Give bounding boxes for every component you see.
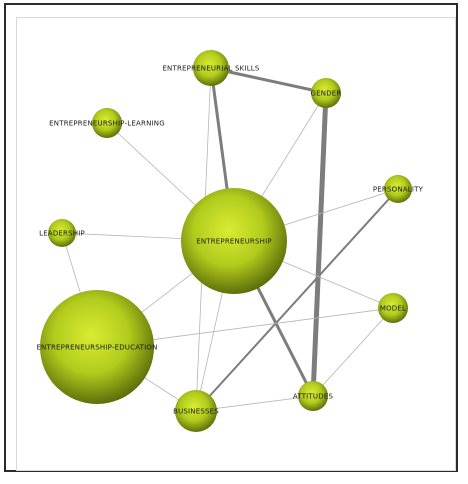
node-gender[interactable]	[311, 78, 341, 108]
node-leadership[interactable]	[48, 219, 76, 247]
edge-entrepreneurial-skills-gender	[209, 66, 328, 95]
node-layer	[40, 50, 412, 432]
node-label-entrepreneurial-skills: ENTREPRENEURIAL SKILLS	[162, 65, 259, 73]
label-layer: ENTREPRENEURSHIP ENTREPRENEURSHIP-EDUCATI…	[36, 65, 423, 416]
node-label-entrepreneurship-learning: ENTREPRENEURSHIP-LEARNING	[49, 120, 165, 128]
node-entrepreneurship[interactable]	[181, 188, 287, 294]
node-personality[interactable]	[384, 175, 412, 203]
node-label-leadership: LEADERSHIP	[39, 230, 85, 238]
node-label-businesses: BUSINESSES	[173, 408, 219, 416]
node-businesses[interactable]	[175, 390, 217, 432]
node-label-attitudes: ATTITUDES	[293, 393, 334, 401]
node-entrepreneurship-learning[interactable]	[92, 108, 122, 138]
node-label-entrepreneurship: ENTREPRENEURSHIP	[196, 238, 272, 246]
edge-personality-businesses	[195, 188, 399, 412]
node-label-gender: GENDER	[311, 90, 342, 98]
node-entrepreneurship-education[interactable]	[40, 290, 154, 404]
node-label-model: MODEL	[380, 305, 406, 313]
node-label-entrepreneurship-education: ENTREPRENEURSHIP-EDUCATION	[36, 344, 157, 352]
node-label-personality: PERSONALITY	[373, 186, 424, 194]
edge-gender-attitudes	[310, 90, 329, 399]
node-model[interactable]	[378, 293, 408, 323]
node-attitudes[interactable]	[298, 381, 328, 411]
node-entrepreneurial-skills[interactable]	[193, 50, 229, 86]
edge-attitudes-model	[312, 307, 394, 397]
